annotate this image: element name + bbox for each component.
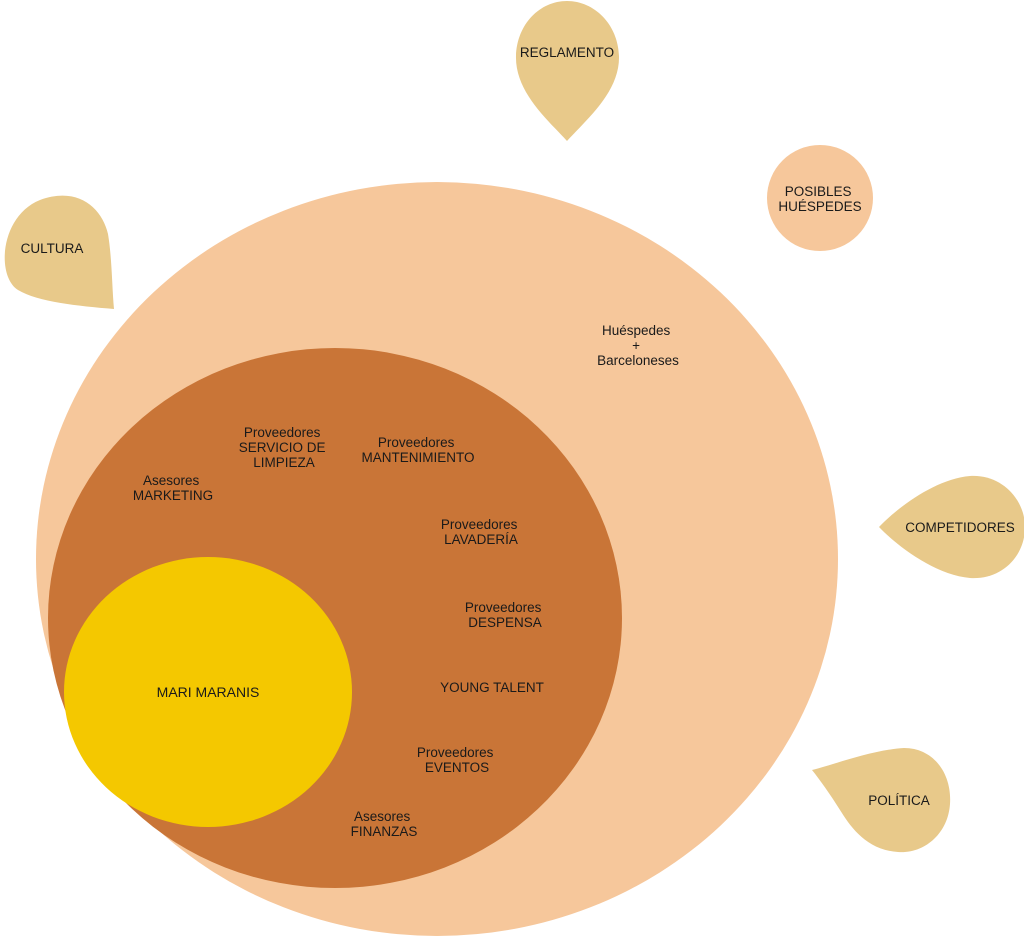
posibles-huespedes-circle (767, 145, 873, 251)
reglamento-drop (515, 1, 620, 141)
item-despensa: Proveedores DESPENSA (465, 600, 545, 630)
item-eventos: Proveedores EVENTOS (417, 745, 497, 775)
posibles-connector-line (737, 242, 773, 279)
reglamento-label: REGLAMENTO (520, 45, 614, 60)
item-lavaderia: Proveedores LAVADERÍA (441, 517, 521, 547)
outer-ring-label: Huéspedes + Barceloneses (597, 323, 679, 368)
item-mantenimiento: Proveedores MANTENIMIENTO (361, 435, 474, 465)
item-young-talent: YOUNG TALENT (440, 680, 544, 695)
posibles-huespedes-label: POSIBLES HUÉSPEDES (778, 184, 861, 214)
item-finanzas: Asesores FINANZAS (351, 809, 418, 839)
competidores-label: COMPETIDORES (905, 520, 1015, 535)
core-ellipse (64, 557, 352, 827)
item-servicio-limpieza: Proveedores SERVICIO DE LIMPIEZA (239, 425, 330, 470)
cultura-label: CULTURA (21, 241, 84, 256)
item-marketing: Asesores MARKETING (133, 473, 213, 503)
core-label: MARI MARANIS (157, 684, 260, 700)
competidores-drop (879, 475, 1024, 579)
politica-label: POLÍTICA (868, 793, 930, 808)
politica-drop (812, 748, 951, 853)
cultura-drop (4, 195, 115, 309)
